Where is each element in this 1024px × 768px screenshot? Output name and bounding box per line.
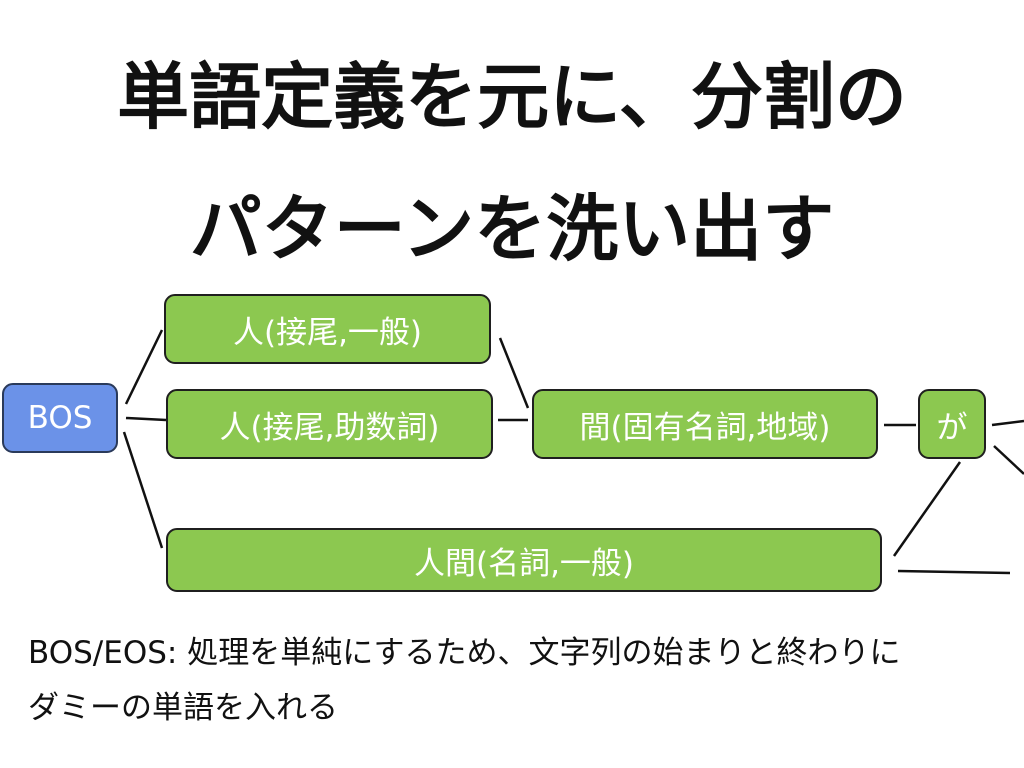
edge-bos-ningen [122,431,164,549]
node-ma-koyuumeishi-chiiki: 間(固有名詞,地域) [532,389,878,459]
slide-title-line-1: 単語定義を元に、分割の [117,55,907,139]
edge-ningen-out [897,569,1011,575]
slide-title-line-2: パターンを洗い出す [189,187,835,271]
edge-ga-out-1 [991,419,1024,427]
node-bos: BOS [2,383,118,453]
edge-ningen-ga [892,461,962,557]
edge-ga-out-2 [993,445,1024,475]
note-line-1: BOS/EOS: 処理を単純にするため、文字列の始まりと終わりに [28,635,901,671]
node-ga: が [918,389,986,459]
node-hito-setsubi-ippan: 人(接尾,一般) [164,294,491,364]
edge-bos-hito-josuushi [125,416,167,422]
note-line-2: ダミーの単語を入れる [28,690,338,726]
edge-bos-hito-ippan [124,329,164,405]
node-hito-setsubi-josuushi: 人(接尾,助数詞) [166,389,493,459]
node-ningen-meishi-ippan: 人間(名詞,一般) [166,528,882,592]
edge-hito-ippan-ma [498,337,530,409]
